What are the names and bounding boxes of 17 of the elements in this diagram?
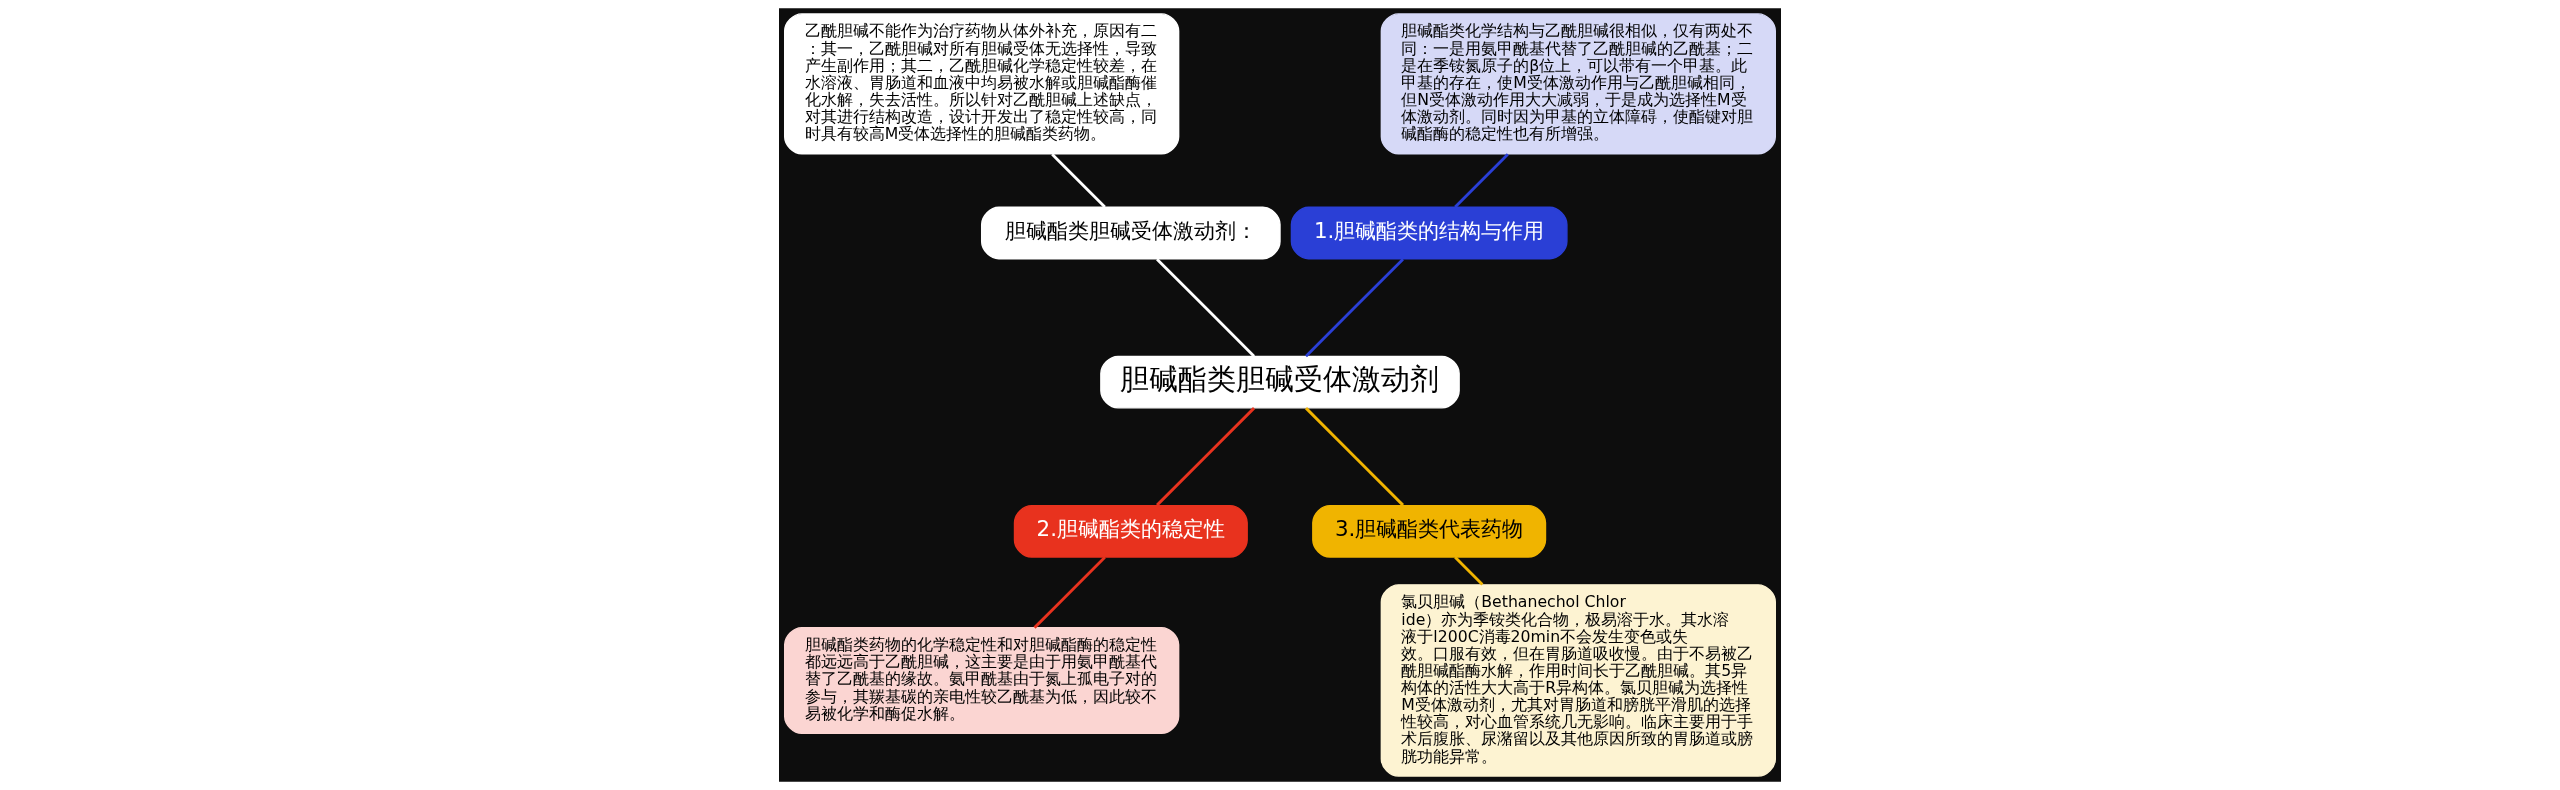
connector (1454, 153, 1509, 208)
connector (1454, 556, 1484, 586)
node-box: 乙酰胆碱不能作为治疗药物从体外补充，原因有二：其一，乙酰胆碱对所有胆碱受体无选择性，导致产生副作用；其二，乙酰胆碱化学稳定性较差，在水溶液、胃肠道和血液中均易被水解或胆碱酯酶催化水解，失去活性。所以针对乙酰胆碱上述缺点，对其进行结构改造，设计开发出了稳定性较高，同时具有较高M受体选择性的胆碱酯类药物。 (784, 13, 1180, 155)
node-box: 胆碱酯类胆碱受体激动剂 (1100, 355, 1460, 409)
connector (1156, 407, 1256, 507)
node-box: 1.胆碱酯类的结构与作用 (1290, 206, 1568, 260)
connector (1156, 258, 1256, 358)
connector (1305, 258, 1404, 358)
connector (1051, 153, 1106, 208)
node-box: 2.胆碱酯类的稳定性 (1013, 504, 1248, 558)
connector (1033, 556, 1106, 629)
node-box: 3.胆碱酯类代表药物 (1312, 504, 1547, 558)
node-box: 胆碱酯类化学结构与乙酰胆碱很相似，仅有两处不同：一是用氨甲酰基代替了乙酰胆碱的乙酰基；二是在季铵氮原子的β位上，可以带有一个甲基。此甲基的存在，使M受体激动作用与乙酰胆碱相同，但N受体激动作用大大减弱，于是成为选择性M受体激动剂。同时因为甲基的立体障碍，使酯键对胆碱酯酶的稳定性也有所增强。 (1380, 13, 1776, 155)
node-box: 胆碱酯类药物的化学稳定性和对胆碱酯酶的稳定性都远远高于乙酰胆碱，这主要是由于用氨甲酰基代替了乙酰基的缘故。氨甲酰基由于氮上孤电子对的参与，其羰基碳的亲电性较乙酰基为低，因此较不易被化学和酶促水解。 (784, 626, 1180, 734)
node-box: 氯贝胆碱（Bethanechol Chloride）亦为季铵类化合物，极易溶于水。其水溶液于l200C消毒20min不会发生变色或失效。口服有效，但在胃肠道吸收慢。由于不易被乙酰胆碱酯酶水解，作用时间长于乙酰胆碱。其5异构体的活性大大高于R异构体。氯贝胆碱为选择性M受体激动剂，尤其对胃肠道和膀胱平滑肌的选择性较高，对心血管系统几无影响。临床主要用于手术后腹胀、尿潴留以及其他原因所致的胃肠道或膀胱功能异常。 (1380, 584, 1776, 777)
node-box: 胆碱酯类胆碱受体激动剂： (980, 206, 1281, 260)
connector (1305, 407, 1404, 507)
